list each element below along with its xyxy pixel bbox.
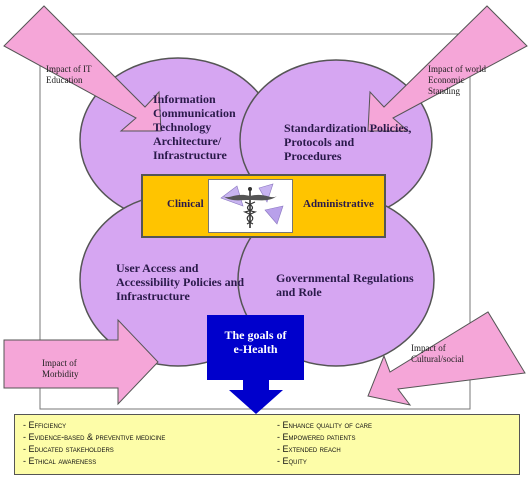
clinical-label: Clinical <box>167 198 204 210</box>
petal-label-governmental: Governmental Regulations and Role <box>276 271 414 299</box>
outcome-item: - Empowered patients <box>277 432 356 442</box>
center-emblem <box>208 179 293 233</box>
goals-down-arrow-icon <box>229 380 283 414</box>
outcomes-right-column: - Enhance quality of care - Empowered pa… <box>277 419 372 467</box>
impact-label-economic: Impact of world Economic Standing <box>428 64 486 96</box>
impact-label-it-education: Impact of IT Education <box>46 64 92 85</box>
outcome-item: - Ethical awareness <box>23 456 97 466</box>
goals-line-1: The goals of <box>224 328 287 342</box>
outcomes-box: - Efficiency - Evidence-based & preventi… <box>14 414 520 475</box>
petal-label-ict: Information Communication Technology Arc… <box>153 92 236 162</box>
outcomes-left-column: - Efficiency - Evidence-based & preventi… <box>23 419 165 467</box>
petal-label-user-access: User Access and Accessibility Policies a… <box>116 261 244 303</box>
impact-label-morbidity: Impact of Morbidity <box>42 358 79 379</box>
outcome-item: - Enhance quality of care <box>277 420 373 430</box>
impact-arrow-bottom-right <box>367 311 526 406</box>
outcome-item: - Efficiency <box>23 420 67 430</box>
petal-label-standardization: Standardization Policies, Protocols and … <box>284 121 412 163</box>
outcome-item: - Equity <box>277 456 307 466</box>
center-box: Clinical Administrative <box>141 174 386 238</box>
caduceus-icon <box>220 183 284 228</box>
outcome-item: - Educated stakeholders <box>23 444 114 454</box>
impact-arrow-bottom-left <box>3 318 159 406</box>
goals-line-2: e-Health <box>233 342 278 356</box>
goals-box: The goals of e-Health <box>207 315 304 380</box>
outcome-item: - Evidence-based & preventive medicine <box>23 432 166 442</box>
impact-label-cultural: Impact of Cultural/social <box>411 343 464 364</box>
impact-arrow-top-left <box>3 5 162 132</box>
outcome-item: - Extended reach <box>277 444 341 454</box>
impact-arrow-top-right <box>367 5 528 132</box>
administrative-label: Administrative <box>303 198 374 210</box>
